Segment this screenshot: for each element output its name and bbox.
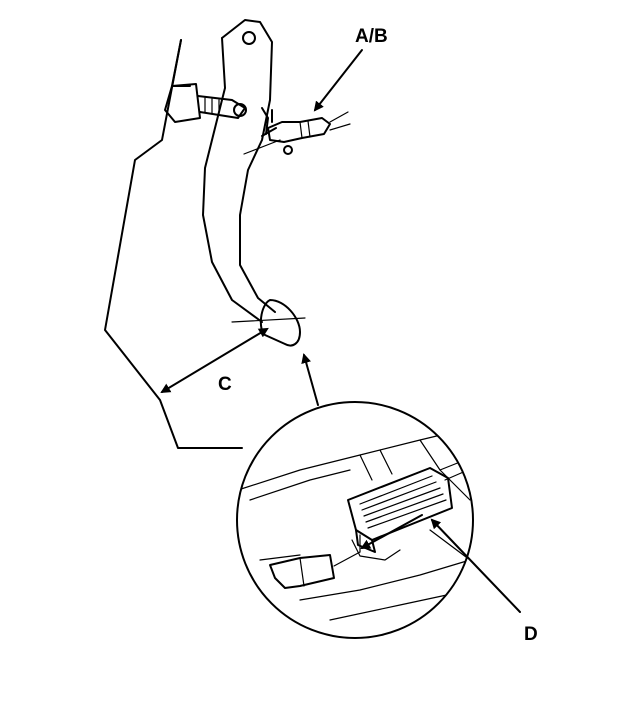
firewall-outline xyxy=(104,39,243,449)
brake-switch-assembly xyxy=(243,107,351,155)
label-c: C xyxy=(218,374,232,395)
d-leader-arrow xyxy=(430,518,521,613)
pedal-pad-side xyxy=(259,299,301,347)
detail-measure-arrow xyxy=(360,514,423,549)
dimension-c-arrow xyxy=(160,327,269,394)
detail-circle xyxy=(236,401,474,639)
label-ab: A/B xyxy=(355,26,388,47)
ab-leader-arrow xyxy=(313,49,363,112)
pedal-mount xyxy=(164,83,247,123)
brake-pedal-arm xyxy=(202,19,306,347)
zoom-pointer-arrow xyxy=(301,353,319,406)
pedal-pad-detail xyxy=(347,467,453,553)
detail-view xyxy=(236,401,474,639)
pivot-hole xyxy=(242,31,256,45)
bracket-edge xyxy=(171,39,191,87)
label-d: D xyxy=(524,624,538,645)
